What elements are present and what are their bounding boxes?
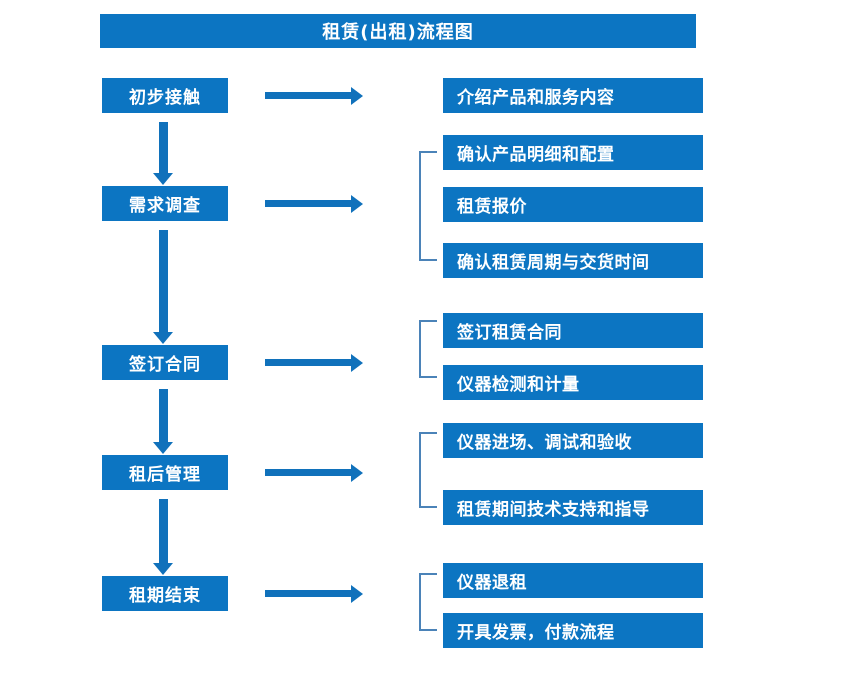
stage-box-post-lease-management[interactable]: 租后管理 <box>102 455 228 490</box>
connector-arrow-down-3 <box>153 389 173 454</box>
stage-box-initial-contact[interactable]: 初步接触 <box>102 78 228 113</box>
detail-box-instrument-return[interactable]: 仪器退租 <box>443 563 703 598</box>
detail-box-sign-lease-agreement[interactable]: 签订租赁合同 <box>443 313 703 348</box>
detail-box-lease-quotation[interactable]: 租赁报价 <box>443 187 703 222</box>
detail-box-introduce-products[interactable]: 介绍产品和服务内容 <box>443 78 703 113</box>
connector-arrow-right-4 <box>265 463 363 482</box>
stage-box-requirement-survey[interactable]: 需求调查 <box>102 186 228 221</box>
detail-box-technical-support[interactable]: 租赁期间技术支持和指导 <box>443 490 703 525</box>
detail-box-invoice-payment[interactable]: 开具发票，付款流程 <box>443 613 703 648</box>
detail-box-instrument-installation[interactable]: 仪器进场、调试和验收 <box>443 423 703 458</box>
group-bracket-post-lease-management <box>419 432 437 508</box>
connector-arrow-right-5 <box>265 584 363 603</box>
detail-box-confirm-lease-period[interactable]: 确认租赁周期与交货时间 <box>443 243 703 278</box>
detail-box-confirm-product-spec[interactable]: 确认产品明细和配置 <box>443 135 703 170</box>
group-bracket-requirement-survey <box>419 151 437 261</box>
connector-arrow-down-4 <box>153 499 173 575</box>
connector-arrow-right-1 <box>265 86 363 105</box>
connector-arrow-right-3 <box>265 353 363 372</box>
connector-arrow-right-2 <box>265 194 363 213</box>
diagram-title: 租赁(出租)流程图 <box>100 14 696 48</box>
stage-box-sign-contract[interactable]: 签订合同 <box>102 345 228 380</box>
connector-arrow-down-1 <box>153 122 173 185</box>
group-bracket-lease-end <box>419 573 437 631</box>
stage-box-lease-end[interactable]: 租期结束 <box>102 576 228 611</box>
connector-arrow-down-2 <box>153 230 173 344</box>
detail-box-instrument-inspection[interactable]: 仪器检测和计量 <box>443 365 703 400</box>
group-bracket-sign-contract <box>419 320 437 378</box>
